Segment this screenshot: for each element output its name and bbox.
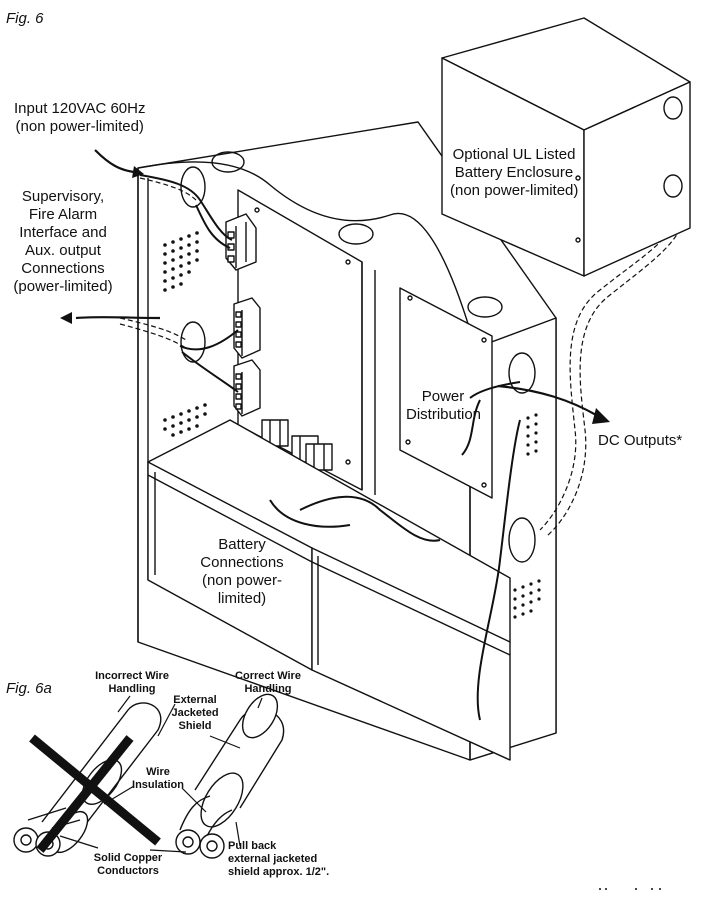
terminal-block-3 [233,359,261,417]
battery-enclosure [441,17,691,277]
knockout-left-2 [180,321,206,363]
knockout-top-1 [211,151,245,173]
vent-holes [163,231,541,619]
control-board [225,189,363,491]
wires [139,174,521,721]
input-label: Input 120VAC 60Hz(non power-limited) [14,100,146,135]
incorrect-x-icon [29,734,161,853]
leader-lines [59,695,263,853]
input-arrow [94,149,135,174]
correct-cable [175,693,285,859]
arrows [60,149,610,424]
wire-handling-illustration [13,693,285,859]
power-distribution-board [399,287,493,499]
dc-outputs-label: DC Outputs* [598,432,683,449]
knockout-top-2 [338,223,374,245]
footer-dots [599,888,661,890]
knockout-right-1 [508,352,536,394]
knockout-right-2 [508,517,536,563]
figure-6-title: Fig. 6 [6,10,44,27]
batteries [147,419,511,761]
dc-output-arrow [497,384,599,417]
terminal-block-1 [225,213,257,271]
knockout-left-1 [180,166,206,208]
figure-6a-title: Fig. 6a [6,680,52,697]
supervisory-arrow [75,316,161,320]
terminal-block-2 [233,297,261,359]
knockout-top-3 [467,296,503,318]
dashed-cable-runs [119,177,685,536]
